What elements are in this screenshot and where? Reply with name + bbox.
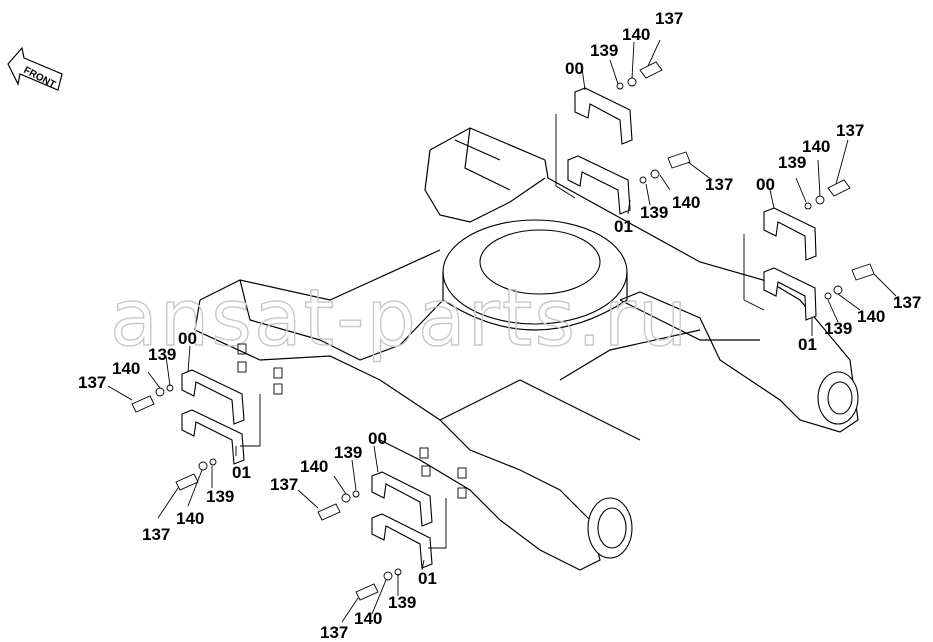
callout-137: 137 <box>893 293 921 312</box>
cover-group-front-right: 00 139 140 137 01 139 140 137 <box>270 429 467 642</box>
callout-137: 137 <box>705 175 733 194</box>
washer-140 <box>627 77 637 87</box>
callout-137: 137 <box>320 623 348 642</box>
callout-139: 139 <box>824 319 852 338</box>
callout-137: 137 <box>78 373 106 392</box>
callout-01: 01 <box>798 335 817 354</box>
callout-139: 139 <box>206 487 234 506</box>
callout-139: 139 <box>334 443 362 462</box>
callout-139: 139 <box>148 345 176 364</box>
callout-140: 140 <box>354 609 382 628</box>
track-frame <box>194 127 859 571</box>
front-arrow: FRONT <box>7 46 63 91</box>
callout-01: 01 <box>614 217 633 236</box>
callout-00: 00 <box>178 329 197 348</box>
callout-140: 140 <box>622 25 650 44</box>
callout-140: 140 <box>112 359 140 378</box>
callout-137: 137 <box>655 9 683 28</box>
callout-137: 137 <box>270 475 298 494</box>
cover-plate-01 <box>567 155 631 215</box>
callout-00: 00 <box>565 59 584 78</box>
callout-01: 01 <box>418 569 437 588</box>
callout-140: 140 <box>672 193 700 212</box>
callout-01: 01 <box>232 463 251 482</box>
callout-00: 00 <box>756 175 775 194</box>
callout-137: 137 <box>142 525 170 544</box>
callout-140: 140 <box>802 137 830 156</box>
callout-140: 140 <box>176 509 204 528</box>
callout-140: 140 <box>857 307 885 326</box>
cover-plate-00 <box>574 87 633 145</box>
washer-139 <box>616 82 624 90</box>
callout-137: 137 <box>836 121 864 140</box>
callout-139: 139 <box>388 593 416 612</box>
front-arrow-label: FRONT <box>22 65 58 91</box>
bolt-137 <box>639 61 663 79</box>
callout-139: 139 <box>778 153 806 172</box>
callout-139: 139 <box>590 41 618 60</box>
cover-group-front-left: 00 139 140 137 01 139 140 137 <box>78 329 283 544</box>
callout-140: 140 <box>300 457 328 476</box>
watermark: ansat-parts.ru <box>110 274 689 364</box>
cover-group-rear-upper: 137 140 139 00 137 140 139 01 <box>555 9 733 236</box>
cover-group-rear-right: 137 140 139 00 137 140 139 01 <box>743 121 921 354</box>
callout-139: 139 <box>640 203 668 222</box>
callout-00: 00 <box>368 429 387 448</box>
